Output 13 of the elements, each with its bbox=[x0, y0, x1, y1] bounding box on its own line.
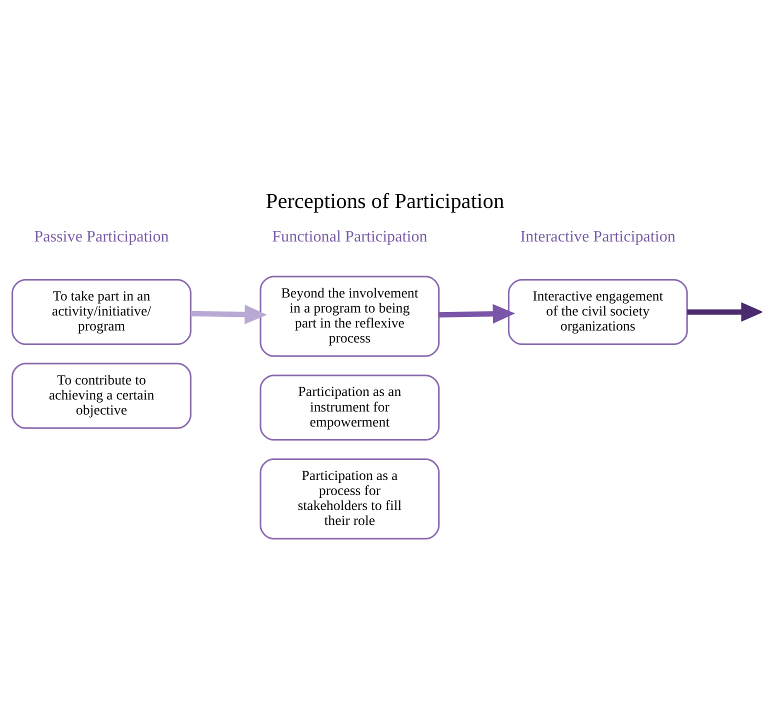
node-box: Interactive engagement of the civil society organizations bbox=[508, 278, 688, 346]
label: Functional Participation bbox=[272, 228, 428, 246]
node-box: Participation as an instrument for empowerment bbox=[260, 374, 440, 441]
node-box: Participation as a process for stakeholders to fill their role bbox=[260, 458, 440, 540]
label: Passive Participation bbox=[34, 228, 169, 246]
node-box: Beyond the involvement in a program to being part in the reflexive process bbox=[260, 276, 440, 357]
arrow bbox=[190, 304, 267, 324]
diagram-title: Perceptions of Participation bbox=[266, 188, 504, 213]
label: Interactive Participation bbox=[520, 228, 676, 246]
node-box: To contribute to achieving a certain objective bbox=[12, 362, 192, 429]
node-box: To take part in an activity/initiative/ program bbox=[12, 278, 192, 346]
arrow bbox=[438, 304, 516, 324]
arrow bbox=[687, 302, 762, 322]
